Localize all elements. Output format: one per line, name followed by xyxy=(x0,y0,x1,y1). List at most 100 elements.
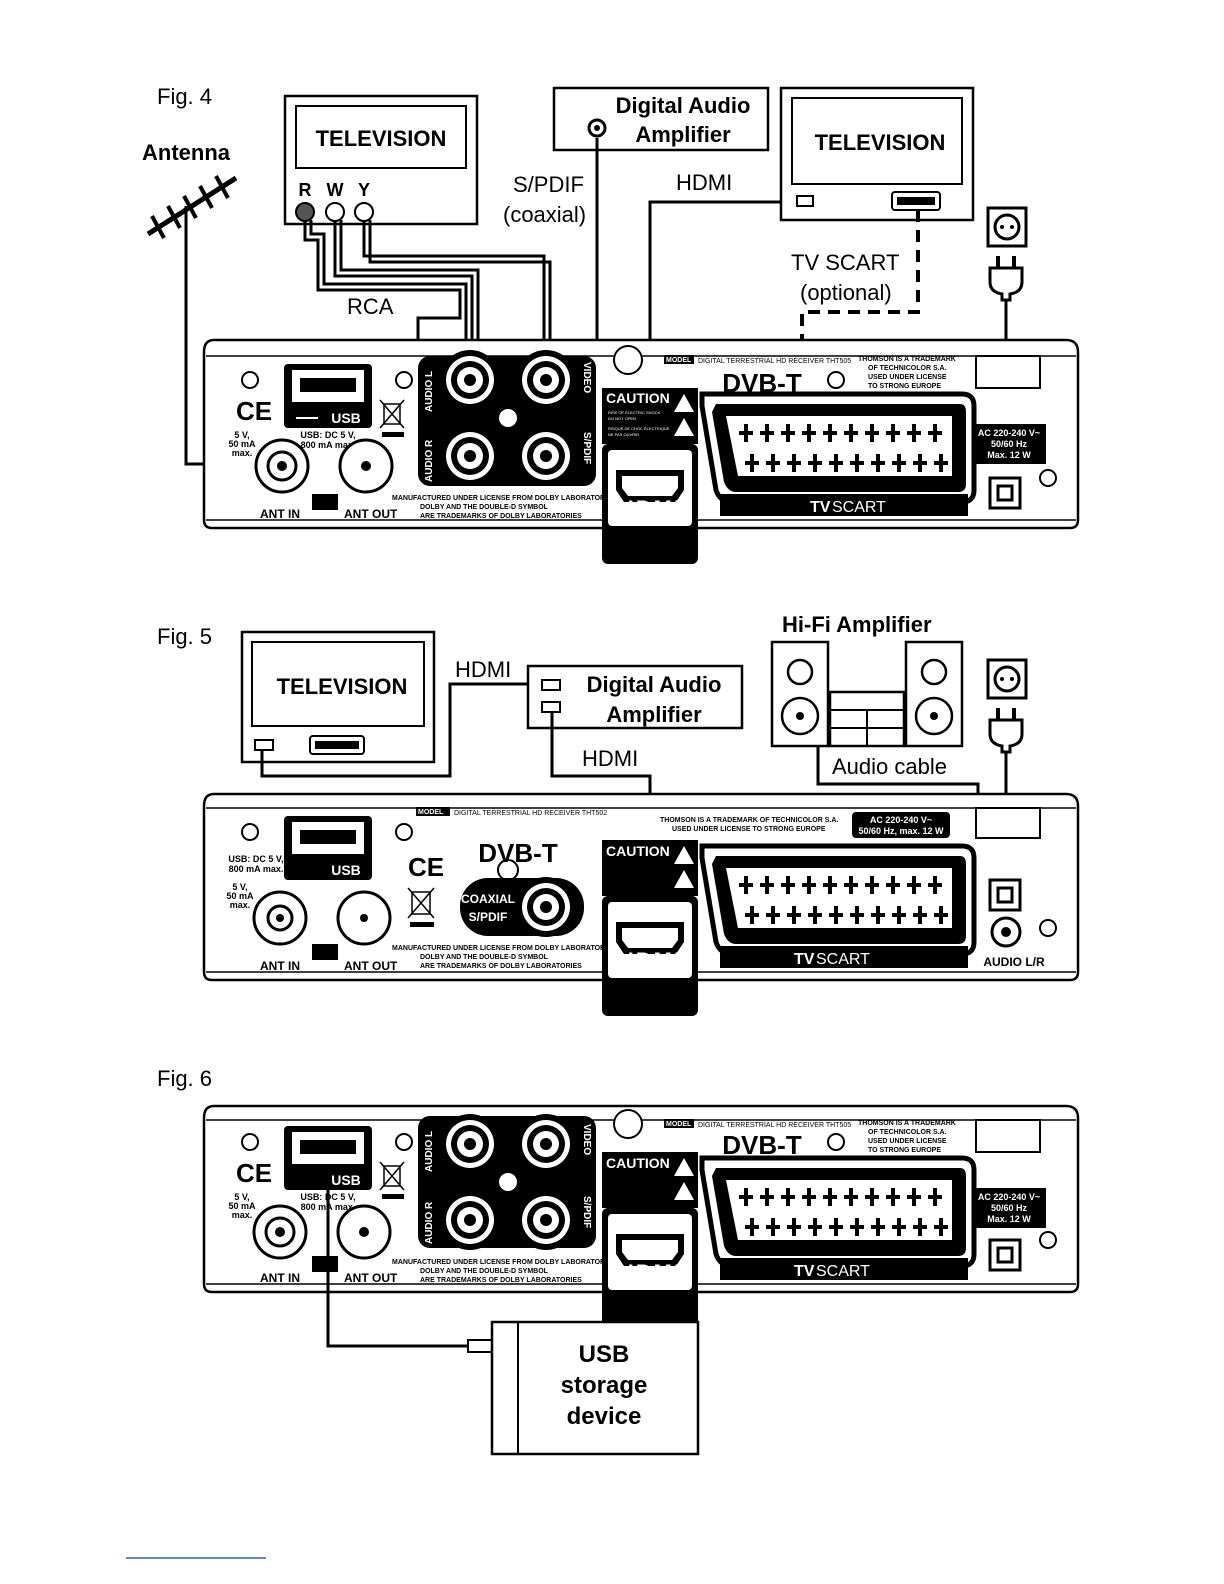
svg-text:ARE TRADEMARKS OF DOLBY LABORA: ARE TRADEMARKS OF DOLBY LABORATORIES xyxy=(420,513,582,520)
scart-pins-fig4 xyxy=(739,424,948,472)
svg-text:DIGITAL TERRESTRIAL HD RECEIVE: DIGITAL TERRESTRIAL HD RECEIVER THT502 xyxy=(454,810,607,817)
scart-pin-bar xyxy=(850,461,864,465)
scart-pin-bar xyxy=(871,1225,885,1229)
svg-text:ANT OUT: ANT OUT xyxy=(344,507,398,521)
television-fig5: TELEVISION xyxy=(240,630,436,764)
svg-text:SCART: SCART xyxy=(816,951,870,968)
scart-pin-bar xyxy=(907,431,921,435)
svg-text:VIDEO: VIDEO xyxy=(581,362,592,393)
scart-pin-bar xyxy=(766,461,780,465)
scart-pin-bar xyxy=(850,1225,864,1229)
scart-pin-bar xyxy=(745,913,759,917)
svg-text:ANT OUT: ANT OUT xyxy=(344,1271,398,1285)
scart-pins-fig6 xyxy=(739,1188,948,1236)
receiver-panel-fig6: USB USB: DC 5 V, 800 mA max. CE 5 V, 50 … xyxy=(202,1104,1080,1328)
svg-text:TO STRONG EUROPE: TO STRONG EUROPE xyxy=(868,1147,941,1154)
svg-text:TV: TV xyxy=(794,951,815,968)
scart-pin-bar xyxy=(829,913,843,917)
rca-cables xyxy=(303,220,552,362)
svg-text:VIDEO: VIDEO xyxy=(581,1124,592,1155)
svg-text:COAXIAL: COAXIAL xyxy=(461,892,515,906)
svg-text:ANT IN: ANT IN xyxy=(260,959,300,973)
svg-text:DO NOT OPEN: DO NOT OPEN xyxy=(608,416,636,421)
scart-pin-bar xyxy=(745,1225,759,1229)
svg-text:TELEVISION: TELEVISION xyxy=(277,674,408,699)
svg-text:Digital Audio: Digital Audio xyxy=(616,93,751,118)
svg-text:RISQUE DE CHOC ÉLECTRIQUE: RISQUE DE CHOC ÉLECTRIQUE xyxy=(608,426,670,431)
svg-text:AUDIO L: AUDIO L xyxy=(424,1131,435,1172)
svg-text:MANUFACTURED UNDER LICENSE FRO: MANUFACTURED UNDER LICENSE FROM DOLBY LA… xyxy=(392,945,618,952)
figure-4: Fig. 4 Antenna TELEVISION R W Y xyxy=(142,84,1080,564)
svg-text:S/PDIF: S/PDIF xyxy=(469,910,508,924)
svg-text:MODEL: MODEL xyxy=(666,357,692,364)
svg-text:AC 220-240 V~: AC 220-240 V~ xyxy=(978,1192,1040,1202)
svg-text:TO STRONG EUROPE: TO STRONG EUROPE xyxy=(868,383,941,390)
rca-y-label: Y xyxy=(358,180,370,200)
scart-pin-bar xyxy=(760,883,774,887)
scart-pin-bar xyxy=(802,883,816,887)
svg-text:SCART: SCART xyxy=(832,499,886,516)
svg-text:OF TECHNICOLOR S.A.: OF TECHNICOLOR S.A. xyxy=(868,365,947,372)
scart-pin-bar xyxy=(802,1195,816,1199)
rca-r-label: R xyxy=(299,180,312,200)
svg-text:ANT IN: ANT IN xyxy=(260,507,300,521)
svg-text:HDMI: HDMI xyxy=(618,1260,682,1285)
svg-text:CE: CE xyxy=(236,1158,272,1188)
svg-text:MODEL: MODEL xyxy=(418,809,444,816)
scart-pin-bar xyxy=(781,431,795,435)
scart-pin-bar xyxy=(907,1195,921,1199)
svg-text:THOMSON IS A TRADEMARK OF TECH: THOMSON IS A TRADEMARK OF TECHNICOLOR S.… xyxy=(660,817,838,824)
svg-text:HDMI: HDMI xyxy=(582,746,638,771)
scart-pin-bar xyxy=(760,1195,774,1199)
scart-pin-bar xyxy=(760,431,774,435)
svg-text:USB: USB xyxy=(579,1341,630,1368)
svg-text:Amplifier: Amplifier xyxy=(635,122,731,147)
tv-hdmi-port xyxy=(796,195,814,207)
scart-pin-bar xyxy=(844,883,858,887)
scart-pin-bar xyxy=(787,1225,801,1229)
hifi-amplifier-icon xyxy=(770,640,964,748)
scart-pin-bar xyxy=(787,461,801,465)
svg-text:USED UNDER LICENSE: USED UNDER LICENSE xyxy=(868,1138,947,1145)
svg-text:50 mA: 50 mA xyxy=(228,1201,256,1211)
svg-text:CAUTION: CAUTION xyxy=(606,843,670,859)
scart-pin-bar xyxy=(823,1195,837,1199)
digital-audio-amplifier: Digital Audio Amplifier xyxy=(552,86,770,152)
svg-text:ANT OUT: ANT OUT xyxy=(344,959,398,973)
scart-pin-bar xyxy=(913,913,927,917)
svg-text:50/60 Hz: 50/60 Hz xyxy=(991,439,1028,449)
rca-label: RCA xyxy=(347,294,394,319)
tv-left-title: TELEVISION xyxy=(316,126,447,151)
rca-yellow-jack xyxy=(354,202,374,222)
svg-text:USB: DC 5 V,: USB: DC 5 V, xyxy=(300,430,355,440)
svg-text:MODEL: MODEL xyxy=(666,1121,692,1128)
scart-pin-bar xyxy=(892,1225,906,1229)
svg-text:DIGITAL TERRESTRIAL HD RECEIVE: DIGITAL TERRESTRIAL HD RECEIVER THT505 xyxy=(698,358,851,365)
tv-icon xyxy=(312,494,338,510)
svg-text:HDMI: HDMI xyxy=(618,496,682,521)
svg-text:AC 220-240 V~: AC 220-240 V~ xyxy=(870,815,932,825)
wall-outlet-icon-fig5 xyxy=(986,658,1028,700)
weee-bin-icon xyxy=(379,399,405,437)
scart-pin-bar xyxy=(739,883,753,887)
rca-red-jack xyxy=(295,202,315,222)
svg-text:Max. 12 W: Max. 12 W xyxy=(987,450,1031,460)
svg-text:USB: USB xyxy=(331,1172,361,1188)
svg-text:USB: DC 5 V,: USB: DC 5 V, xyxy=(228,854,283,864)
antenna-icon xyxy=(146,175,238,239)
hdmi-tv-cable xyxy=(260,682,560,778)
svg-text:50/60 Hz: 50/60 Hz xyxy=(991,1203,1028,1213)
svg-text:USED UNDER LICENSE: USED UNDER LICENSE xyxy=(868,374,947,381)
scart-pin-bar xyxy=(865,431,879,435)
fig6-label: Fig. 6 xyxy=(157,1066,212,1091)
svg-text:HDMI: HDMI xyxy=(618,948,682,973)
svg-text:CAUTION: CAUTION xyxy=(606,1155,670,1171)
scart-pin-bar xyxy=(808,913,822,917)
svg-text:max.: max. xyxy=(230,900,251,910)
scart-pin-bar xyxy=(766,1225,780,1229)
wall-outlet-icon xyxy=(986,206,1028,248)
svg-text:50/60 Hz, max. 12 W: 50/60 Hz, max. 12 W xyxy=(858,826,944,836)
svg-text:5 V,: 5 V, xyxy=(234,430,249,440)
fig5-label: Fig. 5 xyxy=(157,624,212,649)
television-hdmi-scart: TELEVISION xyxy=(779,86,975,222)
